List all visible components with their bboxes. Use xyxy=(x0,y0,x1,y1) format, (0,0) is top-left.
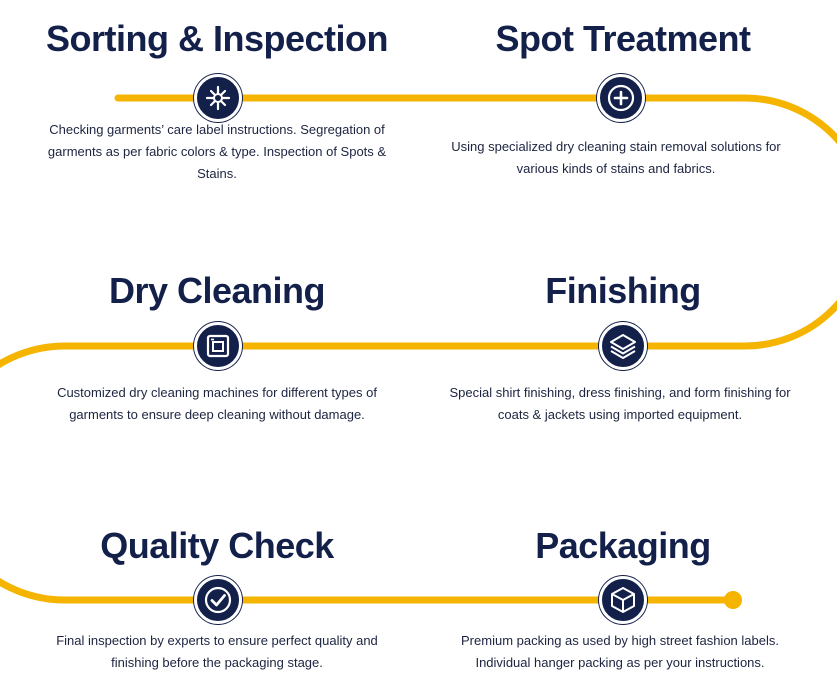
step-finishing-node xyxy=(599,322,647,370)
step-title: Spot Treatment xyxy=(495,18,751,59)
layers-icon xyxy=(610,334,636,359)
step-packaging-node xyxy=(599,576,647,624)
step-sorting-desc: Checking garments’ care label instructio… xyxy=(47,122,387,181)
step-title: Dry Cleaning xyxy=(108,270,326,311)
step-title: Quality Check xyxy=(100,525,334,566)
step-quality-node xyxy=(194,576,242,624)
step-packaging-desc: Premium packing as used by high street f… xyxy=(461,633,779,670)
step-packaging-title: Packaging xyxy=(443,524,803,568)
step-title: Finishing xyxy=(545,270,701,311)
step-dry-node xyxy=(194,322,242,370)
step-finishing-desc: Special shirt finishing, dress finishing… xyxy=(449,385,791,422)
step-dry-title: Dry Cleaning xyxy=(37,269,397,313)
step-finishing-title: Finishing xyxy=(443,269,803,313)
step-spot-title: Spot Treatment xyxy=(443,17,803,61)
box-icon xyxy=(611,587,635,613)
sorting-icon xyxy=(205,85,231,111)
step-quality-title: Quality Check xyxy=(37,524,397,568)
step-spot-desc: Using specialized dry cleaning stain rem… xyxy=(451,139,781,176)
path-end-dot xyxy=(724,591,742,609)
step-title: Packaging xyxy=(535,525,711,566)
check-circle-icon xyxy=(204,586,232,614)
step-spot-node xyxy=(597,74,645,122)
step-dry-desc: Customized dry cleaning machines for dif… xyxy=(57,385,377,422)
step-sorting-title: Sorting & Inspection xyxy=(37,17,397,61)
washing-machine-icon xyxy=(206,334,230,358)
step-quality-desc: Final inspection by experts to ensure pe… xyxy=(56,633,378,670)
step-sorting-node xyxy=(194,74,242,122)
plus-circle-icon xyxy=(607,84,635,112)
path-line xyxy=(0,94,837,604)
step-title: Sorting & Inspection xyxy=(45,18,389,59)
